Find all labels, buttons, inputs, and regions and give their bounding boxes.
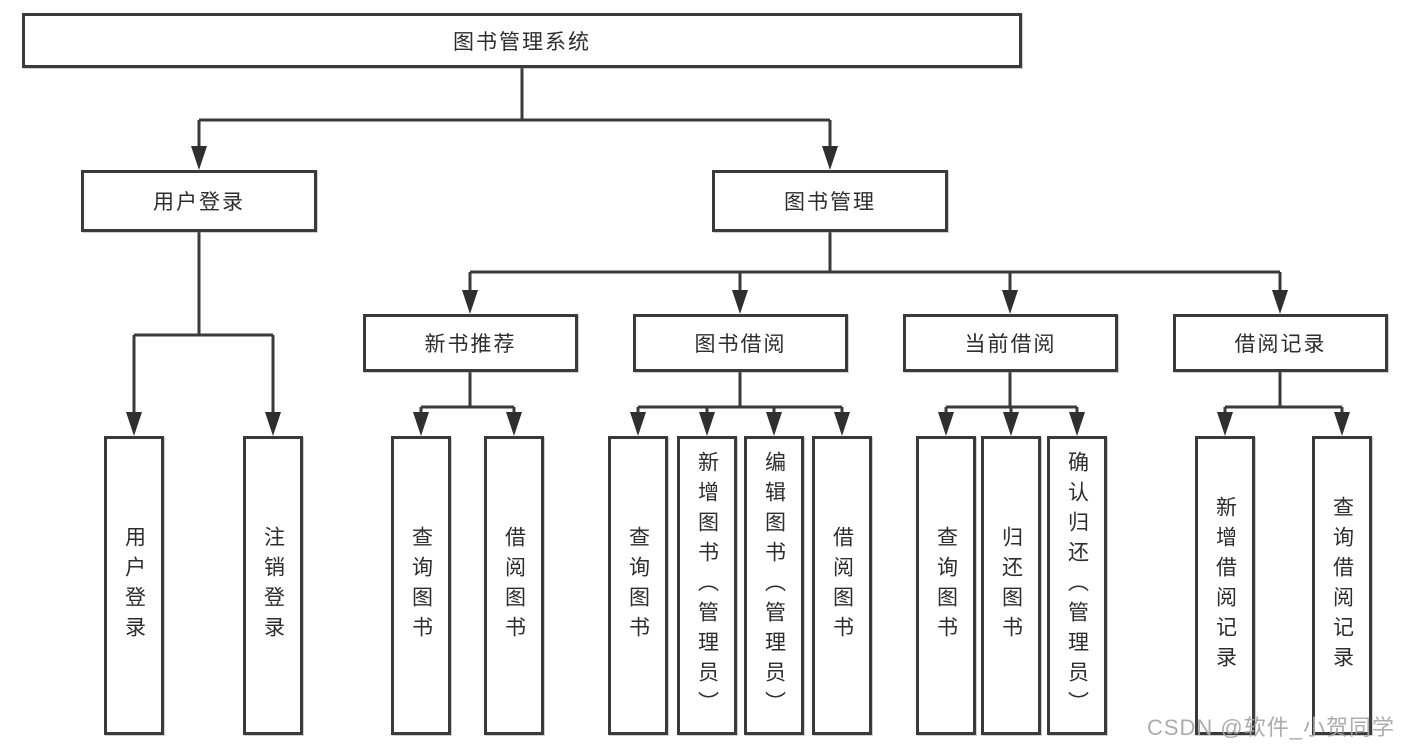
- csdn-watermark: CSDN @软件_小贺同学: [1146, 715, 1395, 740]
- node-book-management: 图书管理: [712, 170, 948, 232]
- leaf-borrow-edit-books-admin: 编辑图书（管理员）: [744, 436, 804, 735]
- leaf-current-confirm-return-admin: 确认归还（管理员）: [1047, 436, 1107, 735]
- node-label: 新书推荐: [424, 333, 517, 356]
- leaf-recommend-borrow-books: 借阅图书: [484, 436, 544, 735]
- leaf-label: 借阅图书: [502, 525, 526, 646]
- node-label: 图书管理系统: [453, 30, 591, 54]
- node-borrow-records: 借阅记录: [1173, 314, 1388, 372]
- node-library-management-system: 图书管理系统: [22, 13, 1022, 68]
- leaf-label: 归还图书: [999, 525, 1023, 646]
- leaf-label: 编辑图书（管理员）: [762, 450, 786, 721]
- node-label: 借阅记录: [1234, 333, 1327, 356]
- leaf-label: 用户登录: [122, 525, 146, 646]
- leaf-records-add-borrow-record: 新增借阅记录: [1195, 436, 1255, 735]
- node-label: 当前借阅: [964, 333, 1057, 356]
- node-book-borrow: 图书借阅: [633, 314, 848, 372]
- node-new-book-recommend: 新书推荐: [363, 314, 578, 372]
- leaf-logout-login: 注销登录: [243, 436, 303, 735]
- leaf-user-login: 用户登录: [104, 436, 164, 735]
- leaf-label: 确认归还（管理员）: [1065, 450, 1089, 721]
- leaf-borrow-add-books-admin: 新增图书（管理员）: [677, 436, 737, 735]
- arrowheads: [126, 146, 1350, 436]
- leaf-current-return-books: 归还图书: [981, 436, 1041, 735]
- leaf-label: 注销登录: [261, 525, 285, 646]
- leaf-label: 查询图书: [409, 525, 433, 646]
- leaf-label: 借阅图书: [830, 525, 854, 646]
- leaf-borrow-query-books: 查询图书: [608, 436, 668, 735]
- node-label: 用户登录: [153, 191, 245, 214]
- node-label: 图书借阅: [694, 333, 787, 356]
- leaf-label: 查询图书: [934, 525, 958, 646]
- node-label: 图书管理: [784, 191, 876, 214]
- leaf-label: 查询图书: [626, 525, 650, 646]
- node-current-borrow: 当前借阅: [903, 314, 1118, 372]
- leaf-label: 查询借阅记录: [1330, 495, 1354, 676]
- leaf-borrow-borrow-books: 借阅图书: [812, 436, 872, 735]
- leaf-label: 新增图书（管理员）: [695, 450, 719, 721]
- leaf-records-query-borrow-record: 查询借阅记录: [1312, 436, 1372, 735]
- leaf-recommend-query-books: 查询图书: [391, 436, 451, 735]
- leaf-label: 新增借阅记录: [1213, 495, 1237, 676]
- node-user-login: 用户登录: [81, 170, 317, 232]
- leaf-current-query-books: 查询图书: [916, 436, 976, 735]
